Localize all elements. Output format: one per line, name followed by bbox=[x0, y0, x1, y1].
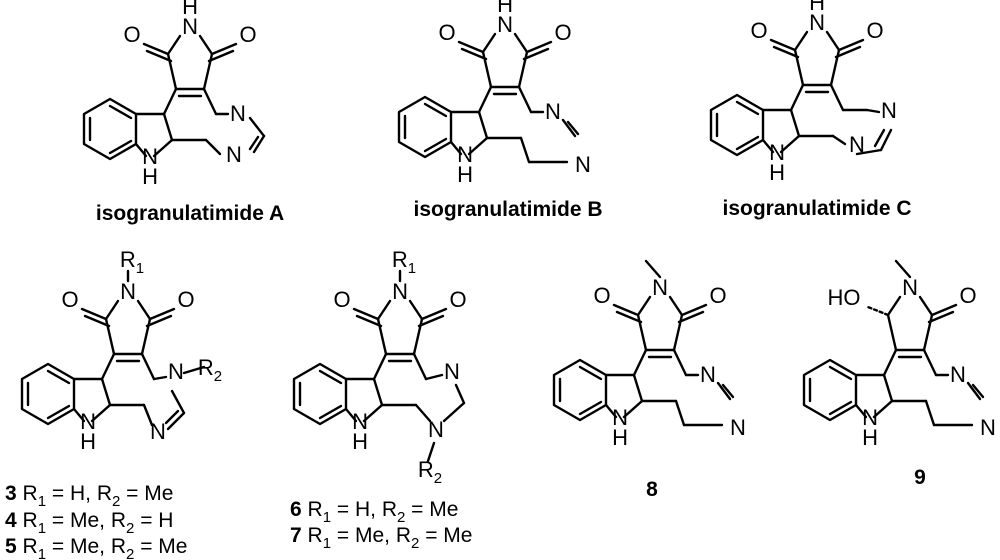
legend-row-7: 7 R1 = Me, R2 = Me bbox=[290, 524, 472, 552]
atom-n: N bbox=[457, 142, 473, 167]
atom-n: N bbox=[881, 98, 897, 123]
atom-o: O bbox=[593, 283, 610, 308]
atom-n: N bbox=[444, 359, 460, 384]
atom-n: N bbox=[809, 10, 825, 35]
atom-o: O bbox=[438, 20, 455, 45]
atom-o: O bbox=[554, 20, 571, 45]
atom-n: N bbox=[730, 415, 746, 440]
atom-n: N bbox=[497, 12, 513, 37]
atom-o: O bbox=[239, 22, 256, 47]
atom-n: N bbox=[168, 359, 184, 384]
atom-h: H bbox=[862, 425, 878, 450]
caption-isogranulatimide-b: isogranulatimide B bbox=[413, 198, 602, 221]
atom-n: N bbox=[950, 362, 966, 387]
atom-n: N bbox=[769, 140, 785, 165]
atom-n: N bbox=[612, 405, 628, 430]
atom-n: N bbox=[226, 142, 242, 167]
atom-o: O bbox=[750, 18, 767, 43]
atom-n: N bbox=[980, 415, 996, 440]
atom-r1: R1 bbox=[120, 247, 144, 277]
atom-n: N bbox=[230, 101, 246, 126]
atom-n: N bbox=[849, 132, 865, 157]
atom-n: N bbox=[700, 362, 716, 387]
caption-isogranulatimide-a: isogranulatimide A bbox=[96, 202, 284, 225]
atom-n: N bbox=[182, 14, 198, 39]
atom-ho: HO bbox=[828, 285, 861, 310]
atom-h: H bbox=[612, 425, 628, 450]
atom-h: H bbox=[809, 0, 825, 15]
legend-row-6: 6 R1 = H, R2 = Me bbox=[290, 498, 458, 526]
atom-r2: R2 bbox=[198, 355, 222, 385]
legend-row-3: 3 R1 = H, R2 = Me bbox=[5, 482, 173, 510]
atom-n: N bbox=[120, 279, 136, 304]
atom-r1: R1 bbox=[392, 247, 416, 277]
atom-o: O bbox=[177, 287, 194, 312]
atom-o: O bbox=[959, 283, 976, 308]
atom-o: O bbox=[333, 287, 350, 312]
legend-row-4: 4 R1 = Me, R2 = H bbox=[5, 509, 173, 537]
caption-compound-8: 8 bbox=[646, 478, 658, 501]
atom-n: N bbox=[545, 99, 561, 124]
atom-n: N bbox=[150, 419, 166, 444]
atom-n: N bbox=[80, 409, 96, 434]
atom-o: O bbox=[123, 22, 140, 47]
atom-n: N bbox=[902, 275, 918, 300]
atom-h: H bbox=[182, 0, 198, 19]
atom-h: H bbox=[457, 162, 473, 187]
structure-isogranulatimide-b: N N O O N H N H bbox=[397, 0, 591, 187]
atom-n: N bbox=[352, 409, 368, 434]
legend-compounds-6-7: 6 R1 = H, R2 = Me 7 R1 = Me, R2 = Me bbox=[290, 498, 472, 552]
atom-h: H bbox=[142, 164, 158, 189]
atom-o: O bbox=[866, 18, 883, 43]
atom-n: N bbox=[428, 417, 444, 442]
atom-r2: R2 bbox=[418, 457, 442, 487]
atom-n: N bbox=[575, 152, 591, 177]
atom-n: N bbox=[392, 279, 408, 304]
atom-h: H bbox=[80, 429, 96, 454]
atom-o: O bbox=[449, 287, 466, 312]
legend-compounds-3-5: 3 R1 = H, R2 = Me 4 R1 = Me, R2 = H 5 R1… bbox=[5, 482, 187, 560]
atom-h: H bbox=[497, 0, 513, 17]
caption-compound-9: 9 bbox=[914, 466, 926, 489]
atom-n: N bbox=[142, 144, 158, 169]
atom-h: H bbox=[769, 160, 785, 185]
caption-isogranulatimide-c: isogranulatimide C bbox=[722, 197, 911, 220]
structure-isogranulatimide-a: N N O O N H N H bbox=[82, 0, 266, 189]
structure-isogranulatimide-c: N N O O N H N H bbox=[709, 0, 897, 185]
structure-compound-8: N N O O N N H bbox=[552, 259, 746, 450]
atom-n: N bbox=[652, 275, 668, 300]
structure-compounds-3-5: N N R2 O O N R1 N H bbox=[20, 247, 222, 454]
atom-n: N bbox=[862, 405, 878, 430]
structure-compounds-6-7: N N R2 O O N R1 N H bbox=[292, 247, 467, 487]
structure-compound-9: N N HO O N N H bbox=[802, 259, 996, 450]
atom-h: H bbox=[352, 429, 368, 454]
atom-o: O bbox=[709, 283, 726, 308]
legend-row-5: 5 R1 = Me, R2 = Me bbox=[5, 535, 187, 560]
atom-o: O bbox=[61, 287, 78, 312]
